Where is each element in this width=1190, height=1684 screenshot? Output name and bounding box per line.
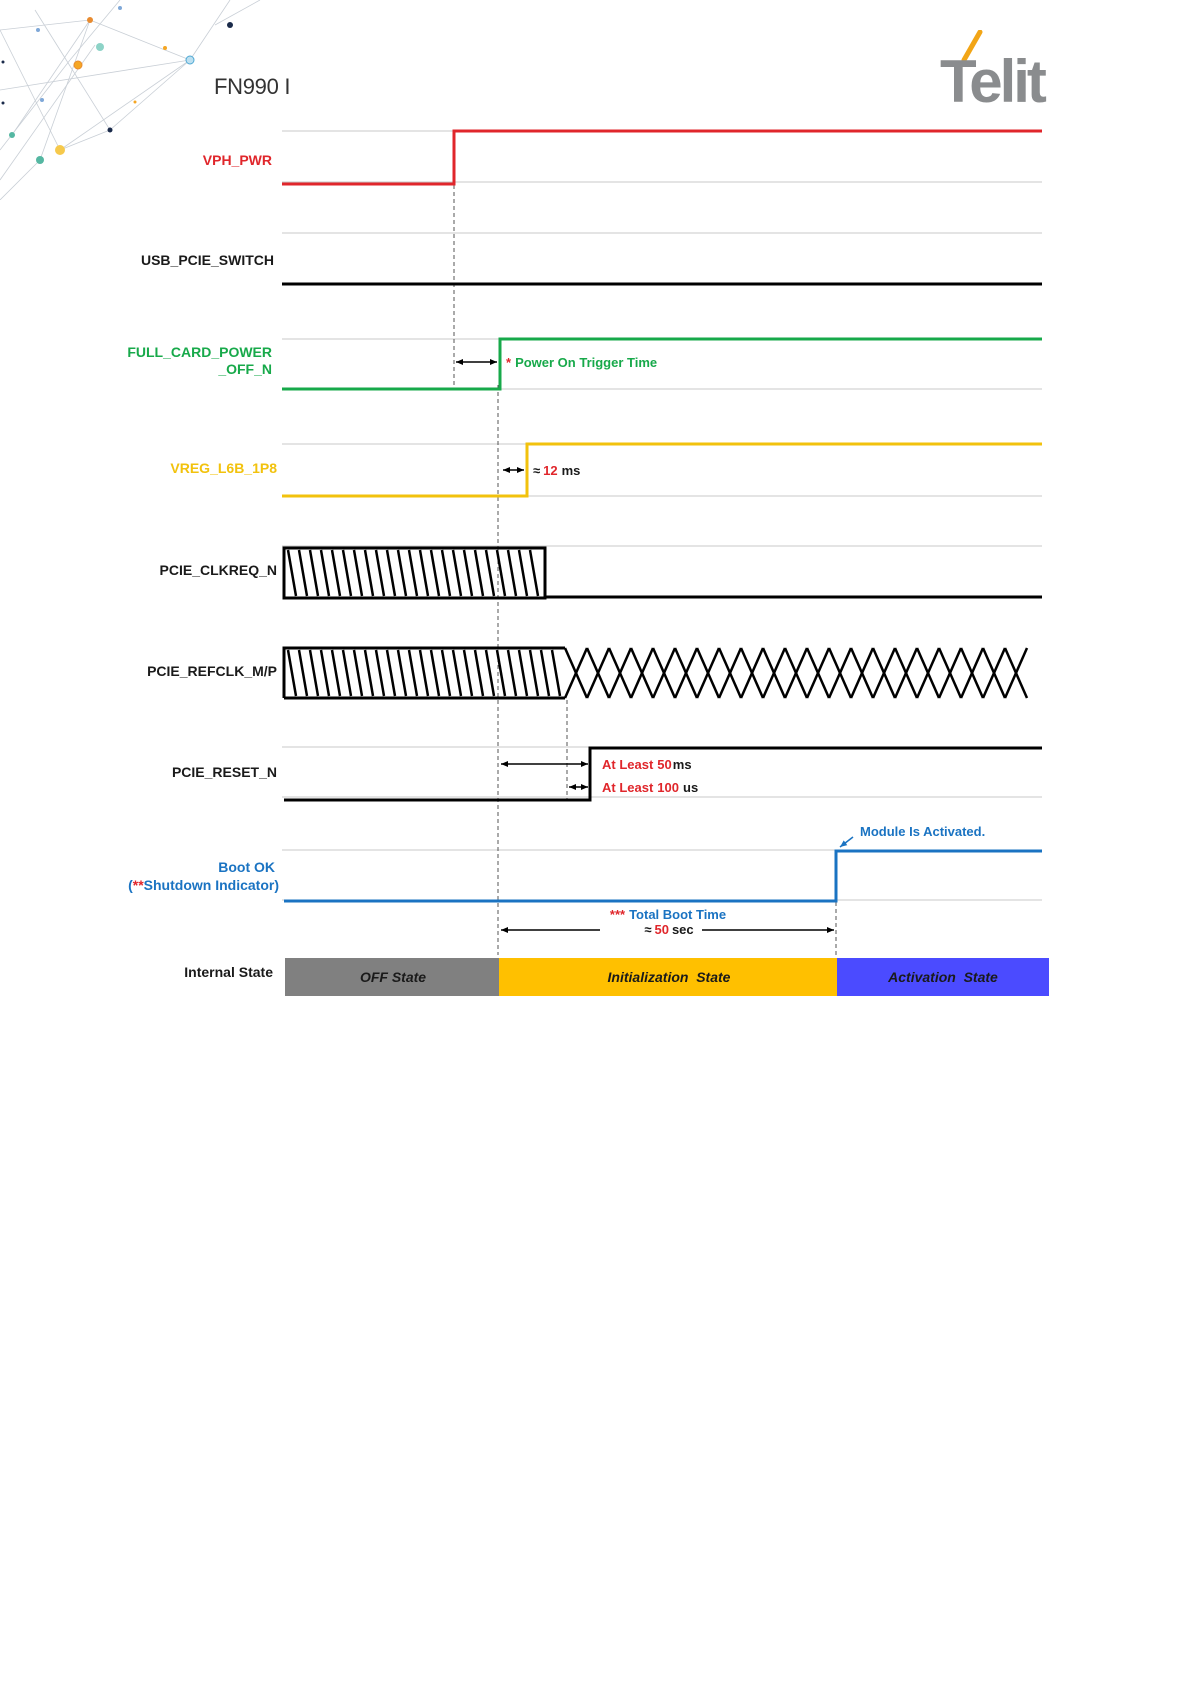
clkreq-hatch-line: [376, 550, 384, 596]
clkreq-hatch-line: [365, 550, 373, 596]
clkreq-hatch-line: [486, 550, 494, 596]
clkreq-hatch-line: [398, 550, 406, 596]
refclk-hatch-line: [376, 650, 384, 696]
clkreq-hatch-line: [354, 550, 362, 596]
clkreq-hatch-line: [321, 550, 329, 596]
power-on-trigger-label: *Power On Trigger Time: [506, 355, 657, 370]
total-boot-time-label: ***Total Boot Time: [610, 907, 726, 922]
refclk-hatch-line: [288, 650, 296, 696]
vreg-waveform: [282, 444, 1042, 496]
clkreq-hatch-line: [453, 550, 461, 596]
power-on-timing-diagram: VPH_PWR USB_PCIE_SWITCH FULL_CARD_POWER …: [0, 0, 1190, 1000]
clkreq-hatch-line: [431, 550, 439, 596]
boot-ok-waveform: [284, 851, 1042, 901]
pcie-clkreq-waveform: [284, 548, 1042, 598]
module-activated-arrow: [840, 837, 853, 847]
label-pcie-reset: PCIE_RESET_N: [172, 764, 277, 780]
refclk-hatch-line: [420, 650, 428, 696]
clkreq-hatch-line: [420, 550, 428, 596]
refclk-hatch-line: [365, 650, 373, 696]
clkreq-hatch-line: [508, 550, 516, 596]
refclk-hatch-line: [442, 650, 450, 696]
refclk-hatch-line: [332, 650, 340, 696]
refclk-hatch-line: [354, 650, 362, 696]
refclk-hatch-line: [530, 650, 538, 696]
refclk-hatch-line: [431, 650, 439, 696]
clkreq-hatch-line: [299, 550, 307, 596]
full-card-power-waveform: [282, 339, 1042, 389]
refclk-hatch-line: [519, 650, 527, 696]
clkreq-hatch-line: [519, 550, 527, 596]
clkreq-hatch-line: [530, 550, 538, 596]
label-usb-pcie-switch: USB_PCIE_SWITCH: [141, 252, 274, 268]
label-pcie-refclk: PCIE_REFCLK_M/P: [147, 663, 277, 679]
clkreq-hatch-line: [288, 550, 296, 596]
refclk-hatch-line: [299, 650, 307, 696]
clkreq-hatch-line: [310, 550, 318, 596]
refclk-hatch-line: [486, 650, 494, 696]
refclk-hatch-line: [387, 650, 395, 696]
pcie-refclk-waveform: [284, 648, 1027, 698]
label-vph-pwr: VPH_PWR: [203, 152, 272, 168]
refclk-hatch-line: [464, 650, 472, 696]
refclk-hatch-line: [409, 650, 417, 696]
label-boot-ok: Boot OK: [218, 859, 275, 875]
clkreq-hatch-line: [442, 550, 450, 596]
clkreq-hatch-line: [409, 550, 417, 596]
clkreq-hatch-line: [332, 550, 340, 596]
init-state-label: Initialization State: [608, 969, 731, 985]
module-activated-label: Module Is Activated.: [860, 824, 985, 839]
refclk-hatch-line: [398, 650, 406, 696]
activation-state-label: Activation State: [887, 969, 998, 985]
label-internal-state: Internal State: [184, 964, 273, 980]
refclk-hatch-line: [453, 650, 461, 696]
clkreq-hatch-line: [475, 550, 483, 596]
refclk-hatch-line: [508, 650, 516, 696]
vph-pwr-waveform: [282, 131, 1042, 184]
label-shutdown-indicator: (**Shutdown Indicator): [128, 877, 279, 893]
refclk-hatch-line: [310, 650, 318, 696]
clkreq-hatch-line: [387, 550, 395, 596]
clkreq-hatch-line: [464, 550, 472, 596]
label-full-card-power-line1: FULL_CARD_POWER: [127, 344, 272, 360]
refclk-hatch-line: [321, 650, 329, 696]
refclk-hatch-line: [541, 650, 549, 696]
label-pcie-clkreq: PCIE_CLKREQ_N: [160, 562, 277, 578]
label-vreg: VREG_L6B_1P8: [170, 460, 277, 476]
refclk-hatch-line: [343, 650, 351, 696]
off-state-label: OFF State: [360, 969, 426, 985]
clkreq-hatch-line: [343, 550, 351, 596]
refclk-hatch-line: [475, 650, 483, 696]
label-full-card-power-line2: _OFF_N: [217, 361, 272, 377]
refclk-hatch-line: [552, 650, 560, 696]
